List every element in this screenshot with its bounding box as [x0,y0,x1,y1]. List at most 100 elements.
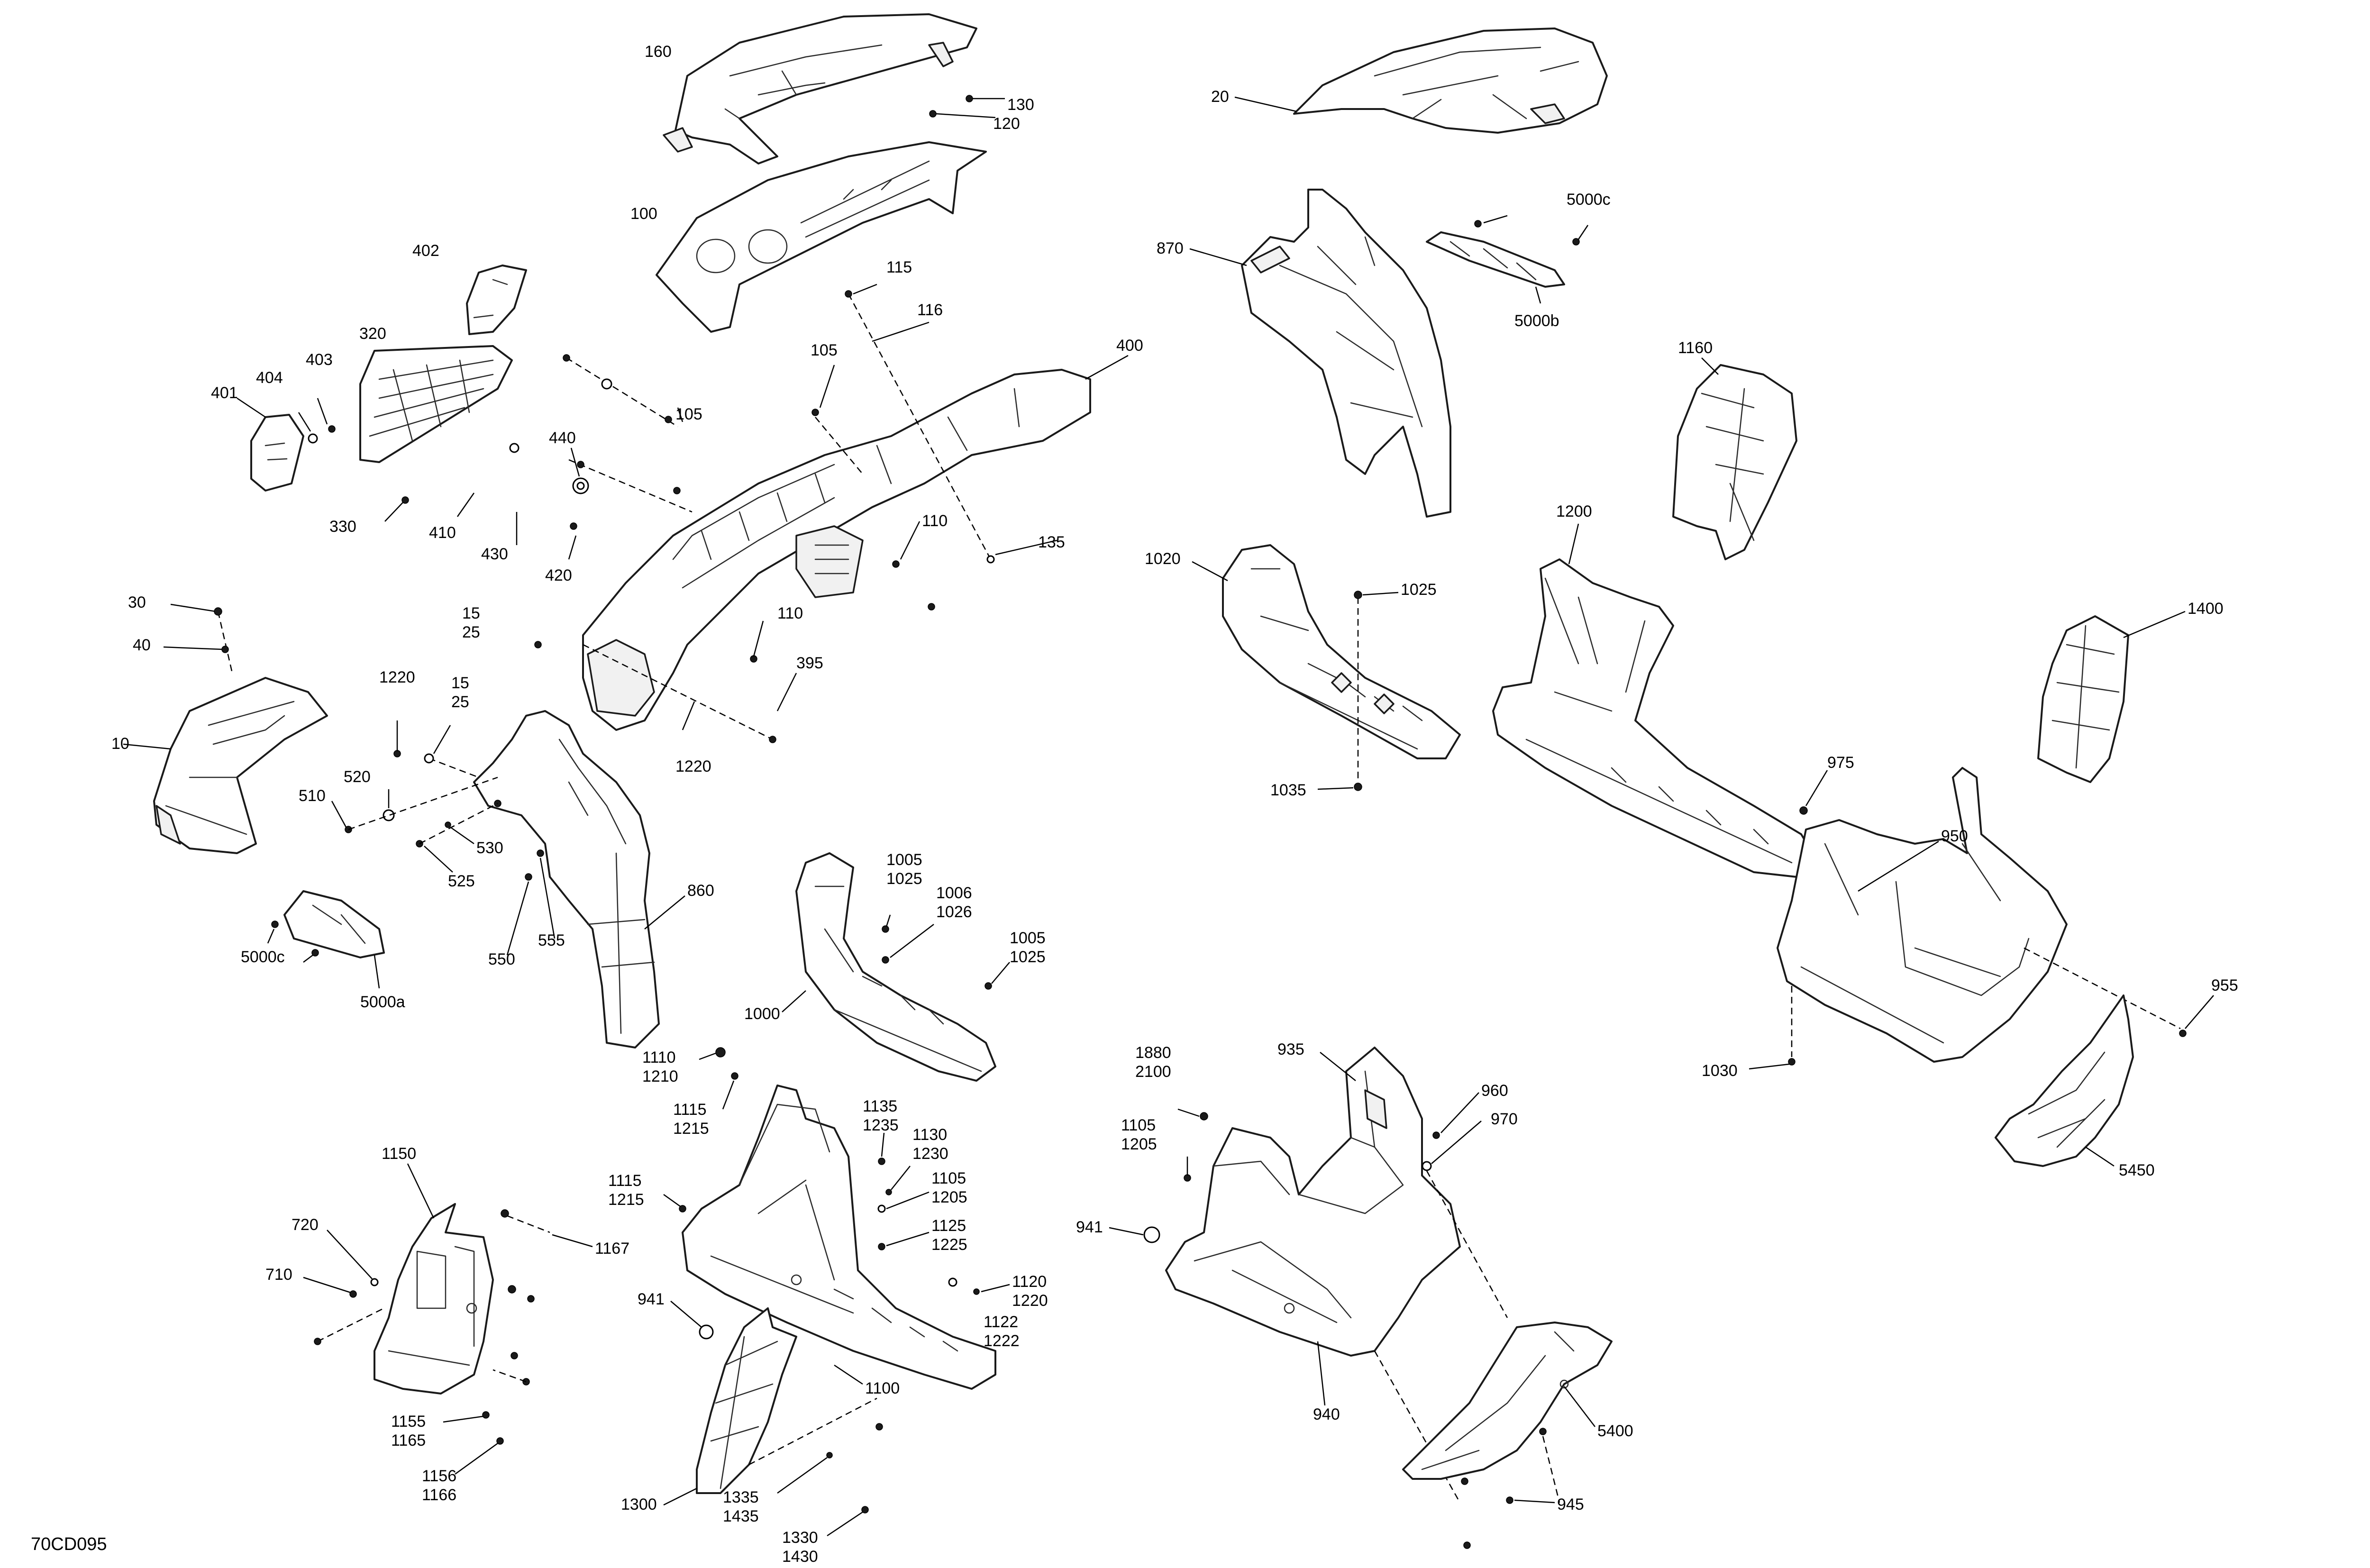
callout-110-b: 110 [777,604,803,622]
callout-530: 530 [476,839,503,857]
part-100-dash-frame [656,141,987,333]
callout-1105-b: 1105 [1121,1116,1156,1134]
callout-120: 120 [993,115,1020,133]
callout-5400: 5400 [1597,1422,1633,1440]
callout-1115-a: 1115 [673,1101,707,1119]
part-1300-panel [696,1307,797,1494]
callout-320: 320 [359,325,386,343]
callout-403: 403 [306,351,333,369]
part-870-side-panel [1241,189,1451,518]
callout-1235: 1235 [863,1116,899,1134]
callout-950: 950 [1941,827,1968,845]
callout-1160: 1160 [1678,339,1713,357]
part-400-main-frame [582,369,1091,731]
part-860-duct [473,710,660,1048]
callout-40: 40 [133,636,151,654]
callout-5000c-left: 5000c [241,948,285,966]
part-941a-grommet [670,1301,714,1340]
part-5000a-vent [271,890,385,958]
callout-1165: 1165 [391,1431,426,1449]
callout-520: 520 [344,768,371,786]
part-950-floor-tub [1777,767,2068,1063]
callout-20: 20 [1211,88,1229,106]
callout-960: 960 [1481,1082,1508,1100]
callout-330: 330 [329,518,356,536]
callout-941-b: 941 [1076,1218,1103,1236]
fasteners-main-frame [509,290,995,743]
callout-555: 555 [538,931,565,949]
callout-1215-a: 1215 [673,1120,709,1138]
callout-1225: 1225 [931,1236,967,1254]
callout-945: 945 [1557,1495,1584,1513]
callout-941-a: 941 [638,1290,665,1308]
callout-720: 720 [292,1216,319,1234]
drawing-id: 70CD095 [31,1534,107,1554]
callout-10: 10 [111,735,129,753]
fasteners-center-group [679,1047,980,1295]
callout-1130: 1130 [912,1126,947,1144]
callout-1110: 1110 [642,1048,676,1067]
callout-1105-a: 1105 [931,1169,966,1187]
fasteners-120-130 [929,95,1005,119]
callout-440: 440 [549,429,576,447]
callout-1210: 1210 [642,1067,678,1085]
callout-1035: 1035 [1270,781,1306,799]
part-1100-floor [682,1085,996,1390]
callout-430: 430 [481,545,508,563]
callout-1335: 1335 [723,1488,759,1506]
part-1150-panel [374,1203,494,1395]
callout-1125: 1125 [931,1217,966,1235]
callout-402: 402 [412,242,439,260]
part-20-hood [1293,27,1608,134]
part-402-bracket [466,264,527,335]
callout-1430: 1430 [782,1548,818,1566]
callout-1155: 1155 [391,1413,426,1431]
callout-5000b: 5000b [1514,312,1559,330]
callout-1215-b: 1215 [608,1191,644,1209]
callout-1330: 1330 [782,1529,818,1547]
part-1400-panel [2037,615,2129,783]
callout-860: 860 [687,882,714,900]
part-1000-footwell [795,852,996,1082]
part-320-grille [359,345,513,463]
callout-1205-a: 1205 [931,1188,967,1206]
part-5000b-vent [1426,231,1565,288]
callout-5450: 5450 [2119,1161,2155,1179]
part-940-console [1165,1047,1461,1357]
callout-1005-b: 1005 [1010,929,1046,947]
callout-395: 395 [796,654,823,672]
callout-5000a: 5000a [360,993,405,1011]
callout-975: 975 [1827,754,1854,772]
callout-30: 30 [128,593,146,611]
callout-404: 404 [256,369,283,387]
part-5400-panel [1402,1322,1613,1480]
callout-970: 970 [1491,1110,1518,1128]
callout-870: 870 [1157,239,1184,257]
part-440-grommet [570,447,589,494]
part-1200-floor-panel [1492,558,1816,878]
callout-135: 135 [1038,533,1065,551]
callout-1122: 1122 [984,1313,1018,1331]
callout-550: 550 [488,950,515,968]
callout-1220-b: 1220 [675,757,711,775]
callout-130: 130 [1007,96,1034,114]
callout-1150: 1150 [382,1145,416,1163]
part-10-side-panel [153,677,328,854]
callout-15-b: 15 [451,674,469,692]
callout-105-b: 105 [675,405,702,423]
callout-100: 100 [630,205,657,223]
callout-410: 410 [429,524,456,542]
callout-1115-b: 1115 [608,1172,642,1190]
part-5450-panel [1995,994,2134,1167]
callout-1020: 1020 [1145,550,1181,568]
callout-1167: 1167 [595,1240,629,1258]
callout-116: 116 [917,301,943,319]
callout-1025-b: 1025 [1010,948,1046,966]
fasteners-left-group [345,750,501,848]
callout-160: 160 [645,43,672,61]
callout-1030: 1030 [1702,1062,1738,1080]
part-401-latch [250,414,304,492]
callout-710: 710 [265,1266,292,1284]
callout-1166: 1166 [422,1486,456,1504]
